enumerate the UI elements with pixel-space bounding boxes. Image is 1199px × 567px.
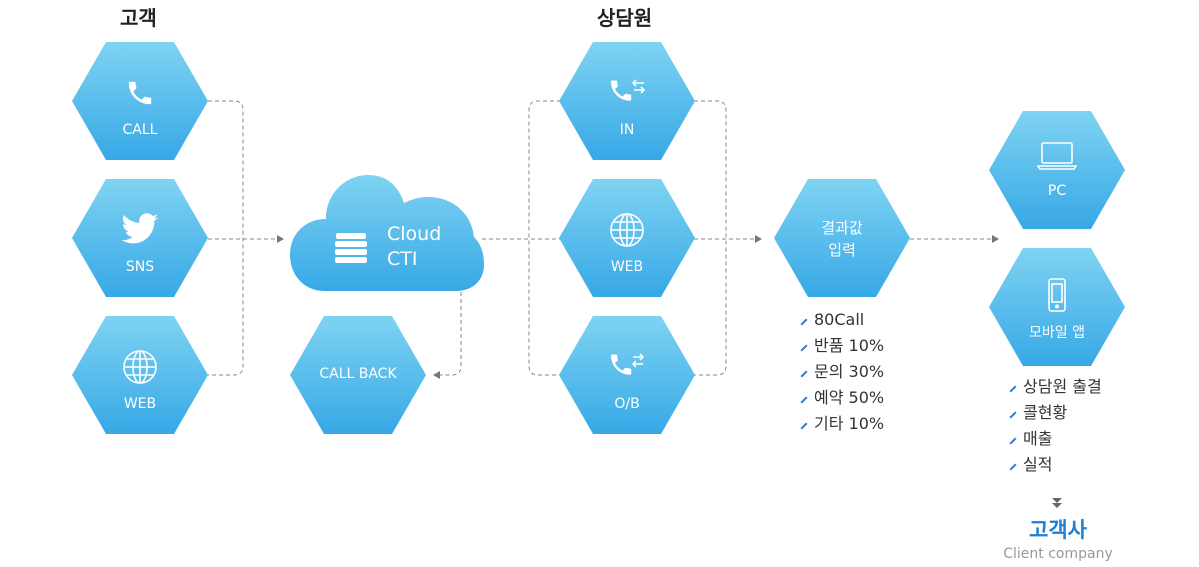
- agent-left-bracket: [528, 100, 561, 376]
- device-list: 상담원 출결 콜현황 매출 실적: [1007, 374, 1102, 478]
- node-label: CALL: [122, 122, 158, 138]
- node-label: WEB: [610, 259, 644, 275]
- agent-ob-node[interactable]: O/B: [559, 316, 695, 434]
- cloud-cti-node[interactable]: Cloud CTI: [290, 175, 484, 291]
- server-stack-icon: [335, 232, 367, 270]
- agent-in-node[interactable]: IN: [559, 42, 695, 160]
- list-item: 콜현황: [1007, 400, 1102, 426]
- list-item: 매출: [1007, 426, 1102, 452]
- list-item: 반품 10%: [798, 333, 884, 359]
- agent-right-bracket: [694, 100, 727, 376]
- double-down-arrow-icon: [1052, 494, 1062, 513]
- globe-icon: [72, 350, 208, 384]
- phone-icon: [72, 76, 208, 110]
- mobile-icon: [989, 278, 1125, 312]
- node-label: PC: [1047, 183, 1067, 199]
- list-item: 예약 50%: [798, 385, 884, 411]
- client-title: 고객사: [1029, 518, 1087, 542]
- phone-outgoing-icon: [559, 350, 695, 384]
- list-item: 실적: [1007, 452, 1102, 478]
- list-item: 문의 30%: [798, 359, 884, 385]
- node-label: IN: [619, 122, 635, 138]
- callback-label: CALL BACK: [319, 366, 397, 382]
- client-subtitle: Client company: [1003, 546, 1113, 562]
- list-item: 기타 10%: [798, 411, 884, 437]
- globe-icon: [559, 213, 695, 247]
- twitter-icon: [72, 213, 208, 247]
- agent-heading: 상담원: [597, 6, 653, 30]
- laptop-icon: [989, 139, 1125, 173]
- node-label: SNS: [125, 259, 155, 275]
- customer-bracket-line: [208, 100, 244, 376]
- list-item: 80Call: [798, 307, 884, 333]
- node-label: 모바일 앱: [1029, 325, 1085, 341]
- result-input-node[interactable]: 결과값 입력: [774, 179, 910, 297]
- cloud-label-line2: CTI: [387, 248, 418, 270]
- cloud-to-callback-line: [433, 285, 462, 379]
- agent-web-node[interactable]: WEB: [559, 179, 695, 297]
- result-label-line1: 결과값: [821, 219, 863, 237]
- cloud-label-line1: Cloud: [387, 223, 442, 245]
- list-item: 상담원 출결: [1007, 374, 1102, 400]
- customer-heading: 고객: [120, 6, 157, 30]
- phone-incoming-icon: [559, 76, 695, 110]
- result-label-line2: 입력: [828, 241, 856, 259]
- node-label: WEB: [123, 396, 157, 412]
- result-list: 80Call 반품 10% 문의 30% 예약 50% 기타 10%: [798, 307, 884, 437]
- node-label: O/B: [614, 396, 640, 412]
